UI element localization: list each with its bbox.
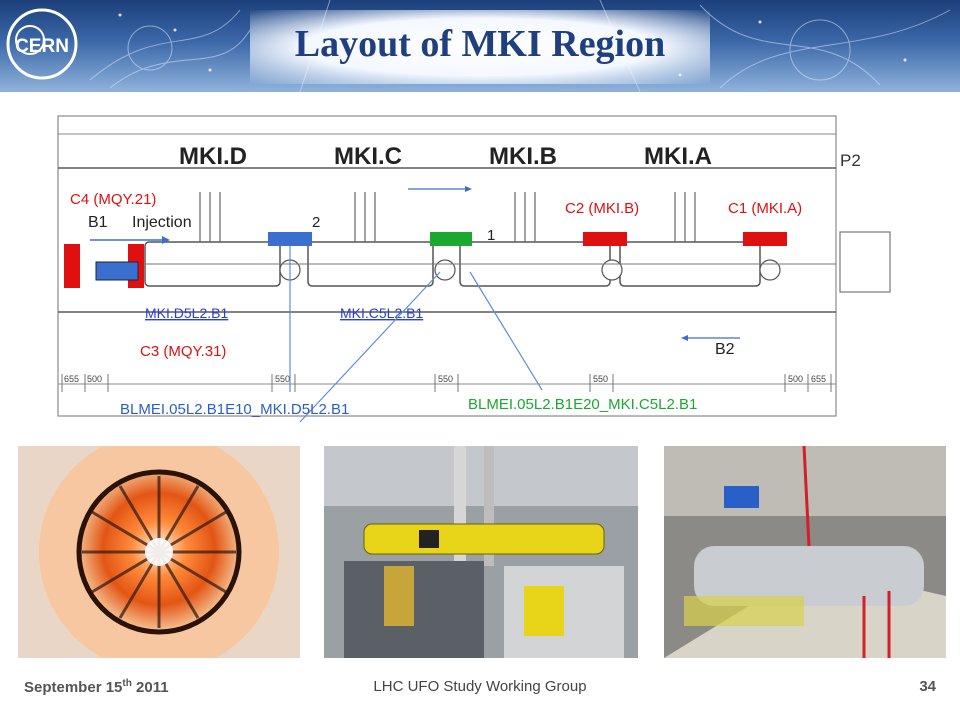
beam1-label: B1	[88, 214, 108, 231]
dimension-label: 500	[788, 374, 803, 384]
dimension-label: 550	[438, 374, 453, 384]
footer-date: September 15th 2011	[24, 678, 169, 696]
marker-1-label: 1	[487, 227, 495, 244]
magnet-label-mki-c: MKI.C	[334, 143, 402, 170]
mki-c-device-label: MKI.C5L2.B1	[340, 305, 423, 321]
collimator-c1-label: C1 (MKI.A)	[728, 200, 802, 217]
dimension-label: 550	[593, 374, 608, 384]
mki-magnet-photo	[324, 446, 638, 658]
footer-date-text: September 15	[24, 679, 123, 696]
footer-group-name: LHC UFO Study Working Group	[373, 678, 587, 695]
blm-e10-label: BLMEI.05L2.B1E10_MKI.D5L2.B1	[120, 401, 349, 418]
blm-marker-injection	[95, 261, 139, 281]
cern-logo-text: CERN	[15, 36, 69, 57]
banner-glow	[250, 10, 710, 84]
pump-icon	[434, 259, 456, 281]
banner-decoration	[89, 0, 951, 92]
collimator-c2	[583, 232, 627, 246]
blm-e20-pointer	[469, 271, 543, 391]
point-label: P2	[840, 151, 861, 170]
dimension-label: 550	[275, 374, 290, 384]
collimator-c3-label: C3 (MQY.31)	[140, 343, 226, 360]
kicker-ferrite-photo	[18, 446, 300, 658]
mki-layout-diagram: MKI.D MKI.C MKI.B MKI.A P2 C4 (MQY.21) C…	[57, 115, 891, 423]
collimator-c4-label: C4 (MQY.21)	[70, 191, 156, 208]
lhc-tunnel-photo	[664, 446, 946, 658]
right-equipment	[839, 231, 891, 293]
footer-date-suffix: th	[122, 678, 132, 689]
cern-logo: CERN	[6, 8, 78, 80]
collimator-c2-label: C2 (MKI.B)	[565, 200, 639, 217]
page-number: 34	[919, 678, 936, 695]
dimension-label: 500	[87, 374, 102, 384]
magnet-label-mki-a: MKI.A	[644, 143, 712, 170]
blm-e10-diagonal-pointer	[299, 271, 441, 423]
injection-label: Injection	[132, 214, 192, 231]
magnet-label-mki-b: MKI.B	[489, 143, 557, 170]
pump-icon	[601, 259, 623, 281]
collimator-c4	[64, 244, 80, 288]
dimension-label: 655	[64, 374, 79, 384]
page-title: Layout of MKI Region	[294, 23, 666, 65]
header-banner: CERN Layout of MKI Region	[0, 0, 960, 92]
beam2-direction-arrow-head	[681, 335, 688, 341]
marker-2-label: 2	[312, 214, 320, 231]
blm-marker-e10	[268, 232, 312, 246]
blm-e20-label: BLMEI.05L2.B1E20_MKI.C5L2.B1	[468, 396, 697, 413]
mki-d-device-label: MKI.D5L2.B1	[145, 305, 228, 321]
injection-arrow-head	[162, 236, 170, 244]
beam2-label: B2	[715, 341, 735, 358]
collimator-c1	[743, 232, 787, 246]
beam1-direction-arrow-head	[465, 186, 472, 192]
blm-marker-e20	[430, 232, 472, 246]
dimension-label: 655	[811, 374, 826, 384]
pump-icon	[759, 259, 781, 281]
magnet-label-mki-d: MKI.D	[179, 143, 247, 170]
footer-date-year: 2011	[136, 679, 169, 696]
